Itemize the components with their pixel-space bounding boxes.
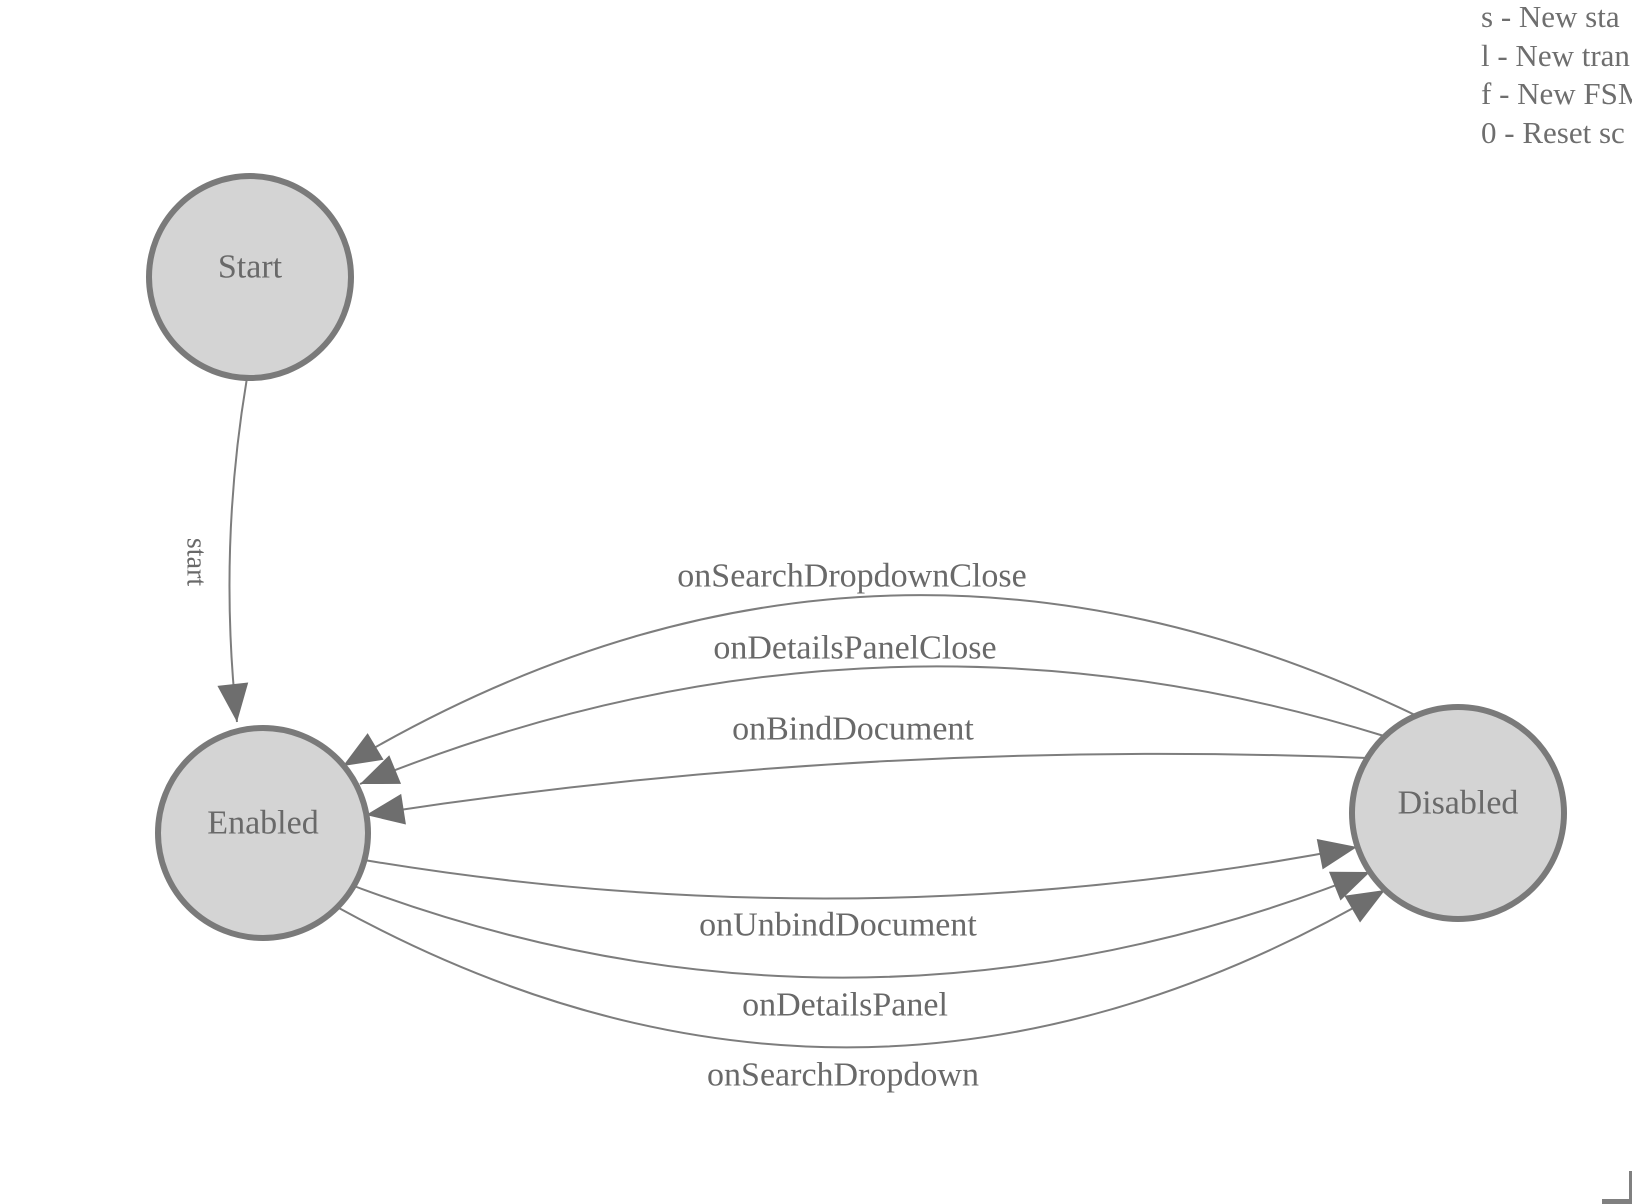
transition-arrowhead-on-unbind-document [1316, 838, 1357, 870]
transition-edge-on-details-panel[interactable] [353, 871, 1371, 979]
state-node-start[interactable] [146, 173, 354, 381]
transition-arrowhead-on-bind-document [366, 793, 406, 825]
transition-label-on-unbind-document: onUnbindDocument [699, 907, 977, 944]
legend-line-new-transition: l - New tran [1481, 37, 1630, 73]
shortcuts-legend: s - New sta l - New tran f - New FSM 0 -… [1481, 0, 1632, 152]
canvas-corner-mark [1602, 1199, 1632, 1204]
transition-label-on-details-panel-close: onDetailsPanelClose [713, 630, 996, 667]
transition-edge-on-details-panel-close[interactable] [359, 665, 1385, 785]
transition-arrowhead-on-search-dropdown [1344, 890, 1385, 923]
state-label-enabled: Enabled [207, 805, 318, 842]
canvas-corner-mark [1629, 1171, 1632, 1204]
legend-line-reset: 0 - Reset sc [1481, 114, 1625, 150]
transition-arrowhead-on-details-panel [1328, 871, 1370, 901]
legend-line-new-fsm: f - New FSM [1481, 76, 1632, 111]
state-label-disabled: Disabled [1398, 785, 1519, 822]
transition-arrowhead-start [217, 682, 249, 722]
state-node-disabled[interactable] [1349, 704, 1567, 922]
transition-edge-on-search-dropdown[interactable] [336, 889, 1386, 1049]
transition-edge-on-unbind-document[interactable] [363, 846, 1358, 900]
transition-edge-on-bind-document[interactable] [365, 752, 1368, 816]
transition-edge-start[interactable] [228, 377, 248, 723]
transition-label-on-bind-document: onBindDocument [732, 711, 974, 748]
legend-line-new-state: s - New sta [1481, 0, 1620, 34]
state-node-enabled[interactable] [155, 725, 371, 941]
transition-label-start: start [181, 538, 212, 586]
transition-edge-on-search-dropdown-close[interactable] [342, 594, 1416, 767]
transition-label-on-search-dropdown-close: onSearchDropdownClose [677, 558, 1026, 595]
state-label-start: Start [218, 249, 283, 286]
transition-arrowhead-on-search-dropdown-close [343, 733, 384, 766]
transition-arrowhead-on-details-panel-close [360, 755, 402, 784]
transition-label-on-details-panel: onDetailsPanel [742, 987, 948, 1024]
transition-label-on-search-dropdown: onSearchDropdown [707, 1057, 979, 1094]
